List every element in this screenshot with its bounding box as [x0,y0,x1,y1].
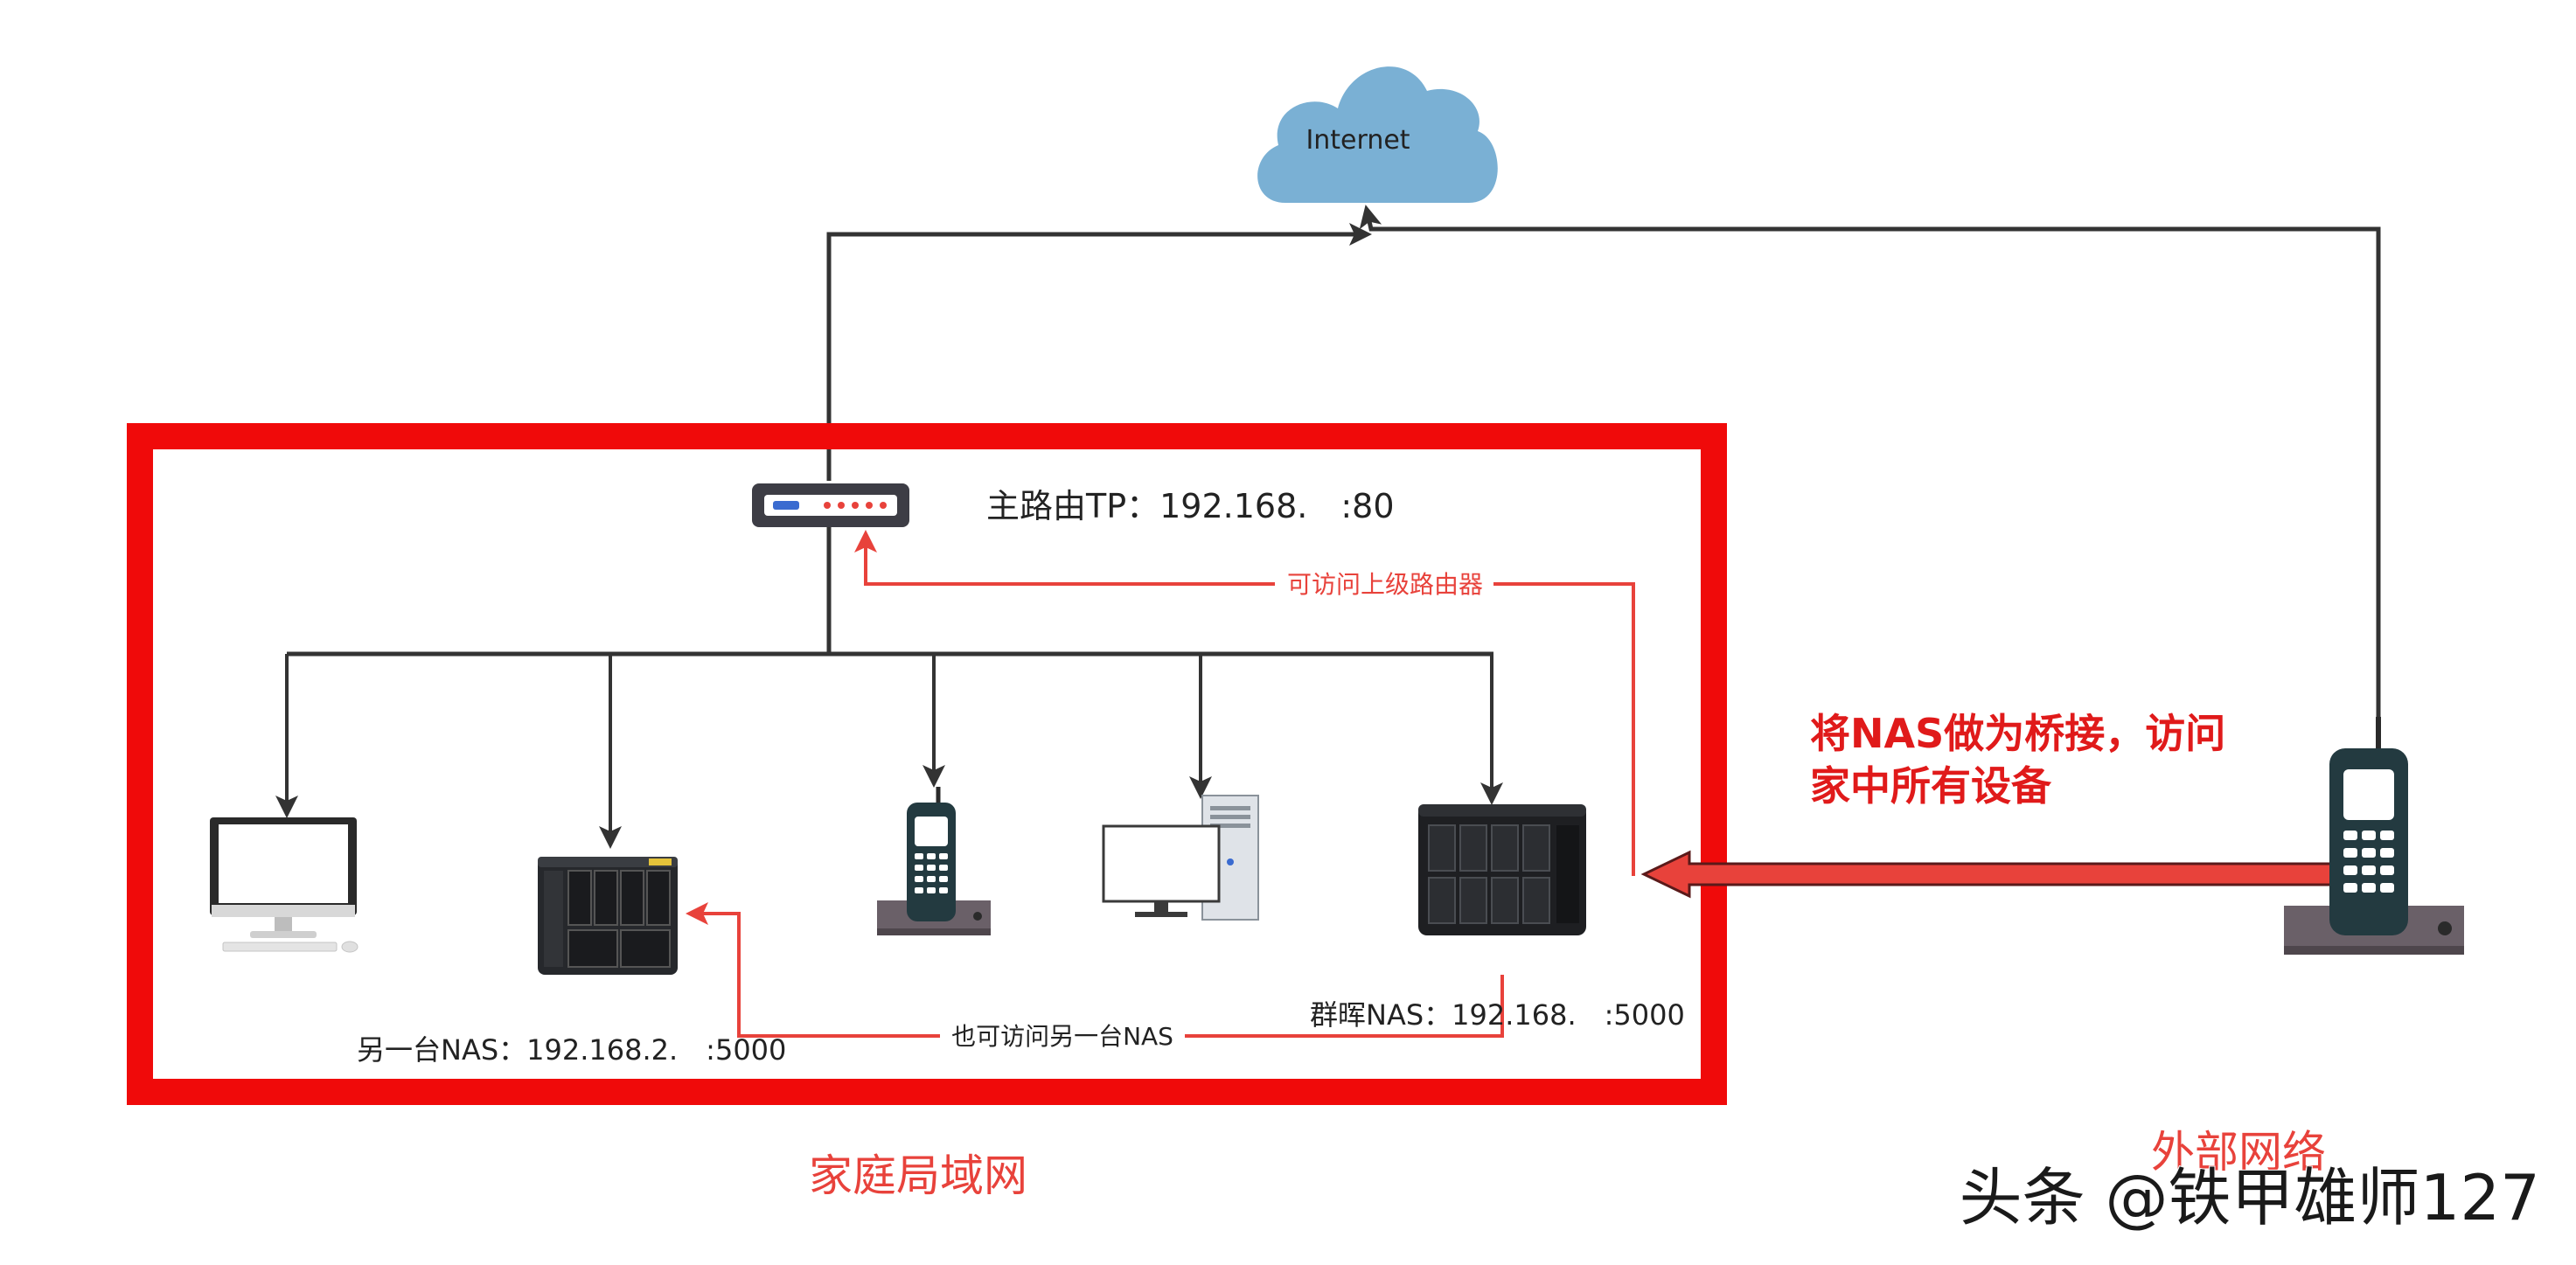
cloud-label: Internet [1305,125,1410,156]
device-drops [275,654,1503,849]
bridge-label-bg [1275,566,1493,601]
desktop-pc-icon [1102,795,1259,921]
monitor-icon [210,817,359,953]
phone-icon [877,787,991,935]
synology-nas-label: 群晖NAS：192.168. :5000 [1310,998,1685,1032]
other-nas-link-label-bg [940,1018,1185,1053]
callout-line-1: 将NAS做为桥接，访问 [1810,710,2225,757]
phone-to-internet-line [1359,205,2381,717]
nas-4bay-icon [538,857,678,975]
uplink-lines [287,205,2381,717]
bridge-link-label: 可访问上级路由器 [1287,570,1483,599]
bridge-to-router-line [854,530,1635,876]
router-to-internet-line [826,223,1372,481]
bridge-arrow [1640,850,2335,899]
external-zone-label: 外部网络 [2151,1127,2326,1178]
other-nas-link-label: 也可访问另一台NAS [951,1022,1173,1051]
callout-line-2: 家中所有设备 [1810,762,2052,810]
lan-zone-label: 家庭局域网 [809,1150,1027,1201]
nas-to-other-nas-line [686,902,1504,1038]
router-icon [752,483,909,527]
lan-boundary [127,423,1727,1105]
main-router-label: 主路由TP：192.168. :80 [986,487,1395,525]
cloud-icon: Internet [1257,66,1498,203]
external-phone-icon [2284,717,2464,955]
other-nas-label: 另一台NAS：192.168.2. :5000 [357,1033,786,1067]
watermark-text: 头条 @铁甲雄师127 [1960,1161,2540,1234]
nas-8bay-icon [1418,804,1586,935]
